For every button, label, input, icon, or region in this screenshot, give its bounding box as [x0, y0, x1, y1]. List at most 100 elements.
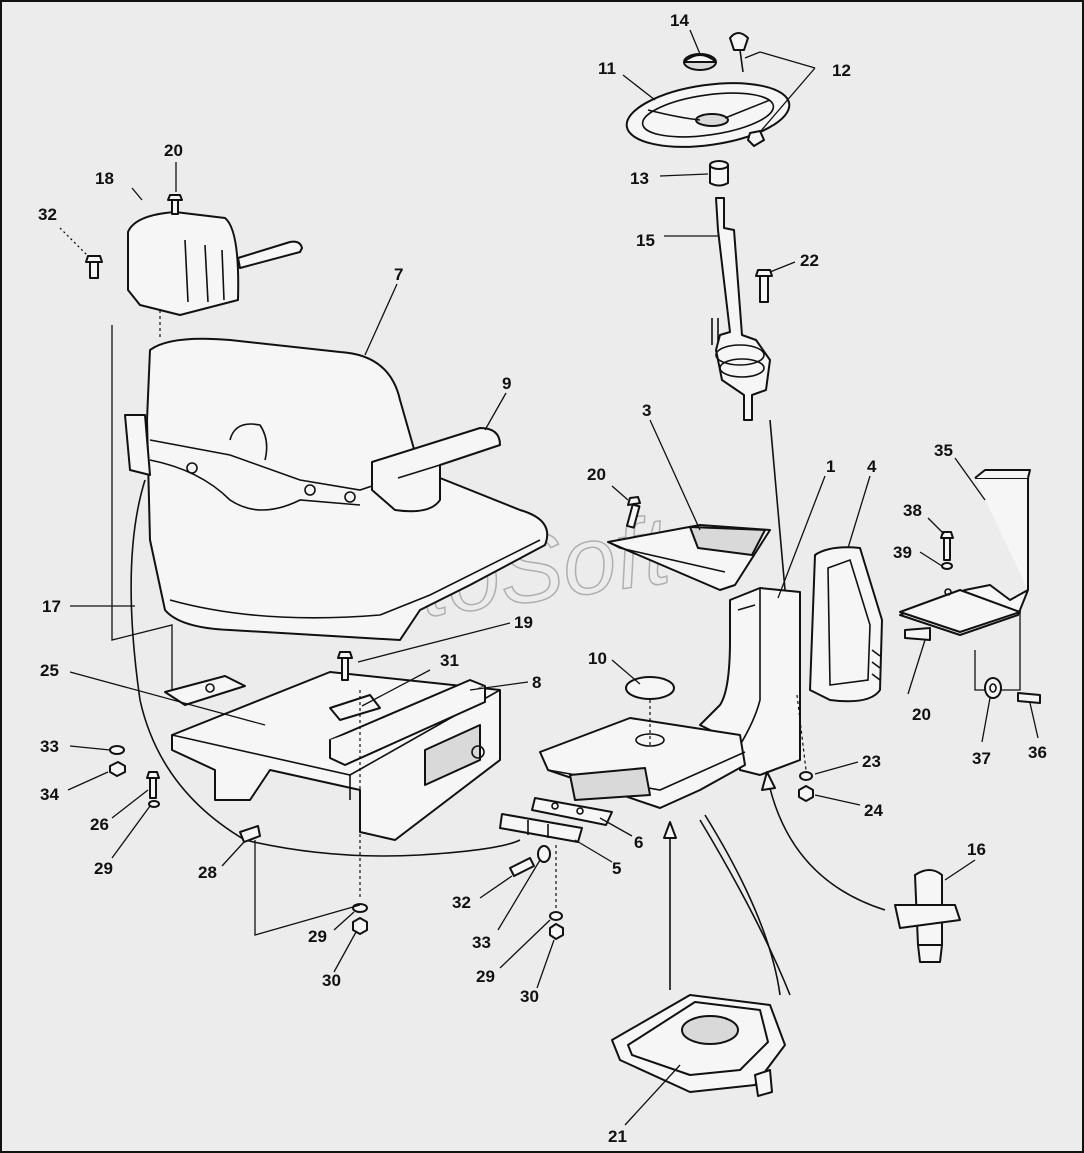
washer-37 — [984, 677, 1002, 699]
washer-23 — [799, 771, 813, 781]
callout-11: 11 — [598, 59, 616, 78]
callout-4: 4 — [867, 457, 877, 476]
arrow-head-panel — [761, 771, 776, 791]
bottom-plate — [611, 994, 786, 1097]
callout-29-right: 29 — [476, 967, 495, 986]
console-housing — [699, 587, 801, 776]
callout-33-left: 33 — [40, 737, 59, 756]
bracket-6 — [531, 797, 613, 826]
callout-6: 6 — [634, 833, 643, 852]
control-bracket — [899, 469, 1031, 636]
armrest — [371, 427, 501, 513]
callout-21: 21 — [608, 1127, 627, 1146]
clip-28 — [239, 825, 261, 843]
callout-20-pedal: 20 — [587, 465, 606, 484]
washer-29a — [148, 800, 160, 808]
steering-knob — [729, 32, 749, 73]
steering-nut — [747, 130, 765, 147]
callout-31: 31 — [440, 651, 459, 670]
panel-bolt-20 — [904, 627, 931, 641]
washer-39 — [941, 562, 953, 570]
base-bolt — [337, 651, 353, 681]
washer-left — [109, 745, 125, 755]
callout-29-mid: 29 — [308, 927, 327, 946]
callout-20-top: 20 — [164, 141, 183, 160]
side-panel — [809, 546, 883, 703]
leader-lines — [59, 29, 1039, 1126]
callout-8: 8 — [532, 673, 541, 692]
pedal — [607, 524, 771, 591]
steering-cap — [683, 53, 717, 71]
callout-22: 22 — [800, 251, 819, 270]
nut-left — [109, 761, 126, 777]
callout-36: 36 — [1028, 743, 1047, 762]
washer-29c — [549, 911, 563, 921]
callout-9: 9 — [502, 374, 511, 393]
cover-screw — [167, 194, 183, 215]
pivot-pin — [894, 869, 961, 963]
callout-37: 37 — [972, 749, 991, 768]
slider-plate — [164, 675, 246, 706]
side-screw — [85, 255, 103, 279]
callout-14: 14 — [670, 11, 689, 30]
callout-35: 35 — [934, 441, 953, 460]
callout-19: 19 — [514, 613, 533, 632]
callout-39: 39 — [893, 543, 912, 562]
cable-lower — [699, 819, 791, 996]
bolt-32b — [509, 857, 535, 877]
callout-30-left: 30 — [322, 971, 341, 990]
console-floor-plate — [539, 717, 746, 809]
callout-26: 26 — [90, 815, 109, 834]
bracket-outline-bottom — [254, 840, 361, 936]
callout-30-right: 30 — [520, 987, 539, 1006]
bolt-36 — [1017, 692, 1041, 704]
nut-30b — [549, 923, 564, 940]
callout-38: 38 — [903, 501, 922, 520]
steering-hub — [709, 160, 729, 187]
callout-12: 12 — [832, 61, 851, 80]
callout-32-bottom: 32 — [452, 893, 471, 912]
callout-1: 1 — [826, 457, 835, 476]
arrow-head-console — [663, 821, 677, 839]
nut-30a — [352, 917, 368, 935]
plate-bracket — [329, 694, 381, 721]
callout-15: 15 — [636, 231, 655, 250]
washer-33b — [537, 845, 551, 863]
callout-16: 16 — [967, 840, 986, 859]
callout-labels: 14 12 11 13 15 22 20 18 32 7 9 3 20 1 4 … — [38, 11, 1047, 1146]
callout-25: 25 — [40, 661, 59, 680]
callout-24: 24 — [864, 801, 883, 820]
callout-5: 5 — [612, 859, 621, 878]
callout-33-bottom: 33 — [472, 933, 491, 952]
callout-18: 18 — [95, 169, 114, 188]
bracket-outline-left — [111, 325, 173, 690]
column-link — [769, 419, 786, 591]
callout-32-top: 32 — [38, 205, 57, 224]
steering-wheel — [625, 82, 791, 148]
steering-column — [711, 197, 771, 421]
bolt-38 — [940, 531, 954, 561]
callout-23: 23 — [862, 752, 881, 771]
panel-alignment-line — [796, 694, 807, 771]
callout-29-left: 29 — [94, 859, 113, 878]
callout-13: 13 — [630, 169, 649, 188]
callout-34: 34 — [40, 785, 59, 804]
callout-3: 3 — [642, 401, 651, 420]
callout-10: 10 — [588, 649, 607, 668]
bolt-26 — [146, 771, 160, 799]
seat-cable — [130, 479, 521, 857]
cable-lower-2 — [704, 814, 781, 996]
callout-20-panel: 20 — [912, 705, 931, 724]
callout-28: 28 — [198, 863, 217, 882]
seat-rail — [329, 679, 486, 766]
lever-housing — [127, 211, 303, 316]
floor-disc — [625, 676, 675, 700]
pedal-bolt — [625, 496, 641, 529]
column-bolt — [755, 269, 773, 303]
callout-17: 17 — [42, 597, 61, 616]
callout-7: 7 — [394, 265, 403, 284]
nut-24 — [798, 785, 814, 802]
